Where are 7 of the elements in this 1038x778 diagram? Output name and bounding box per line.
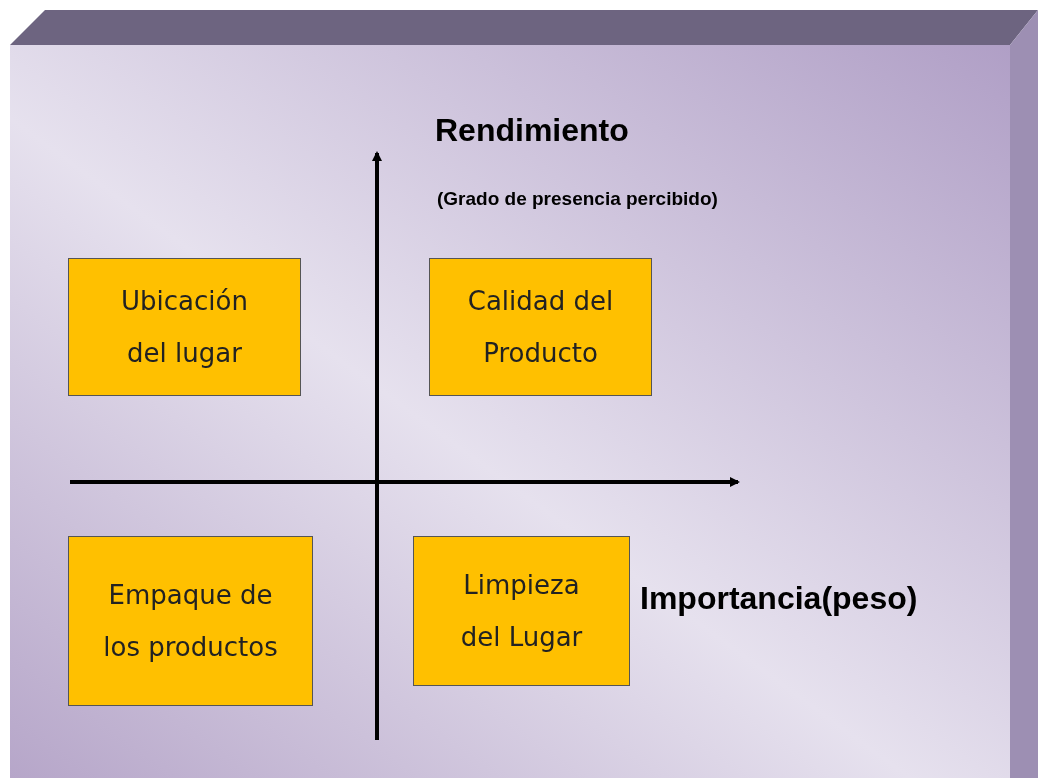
quadrant-box: Ubicación del lugar: [68, 258, 301, 396]
axis-subtitle: (Grado de presencia percibido): [437, 188, 718, 210]
quadrant-box: Empaque de los productos: [68, 536, 313, 706]
axis-title: Rendimiento: [435, 112, 629, 149]
quadrant-box: Limpieza del Lugar: [413, 536, 630, 686]
quadrant-box: Calidad del Producto: [429, 258, 652, 396]
axis-title: Importancia(peso): [640, 580, 918, 617]
